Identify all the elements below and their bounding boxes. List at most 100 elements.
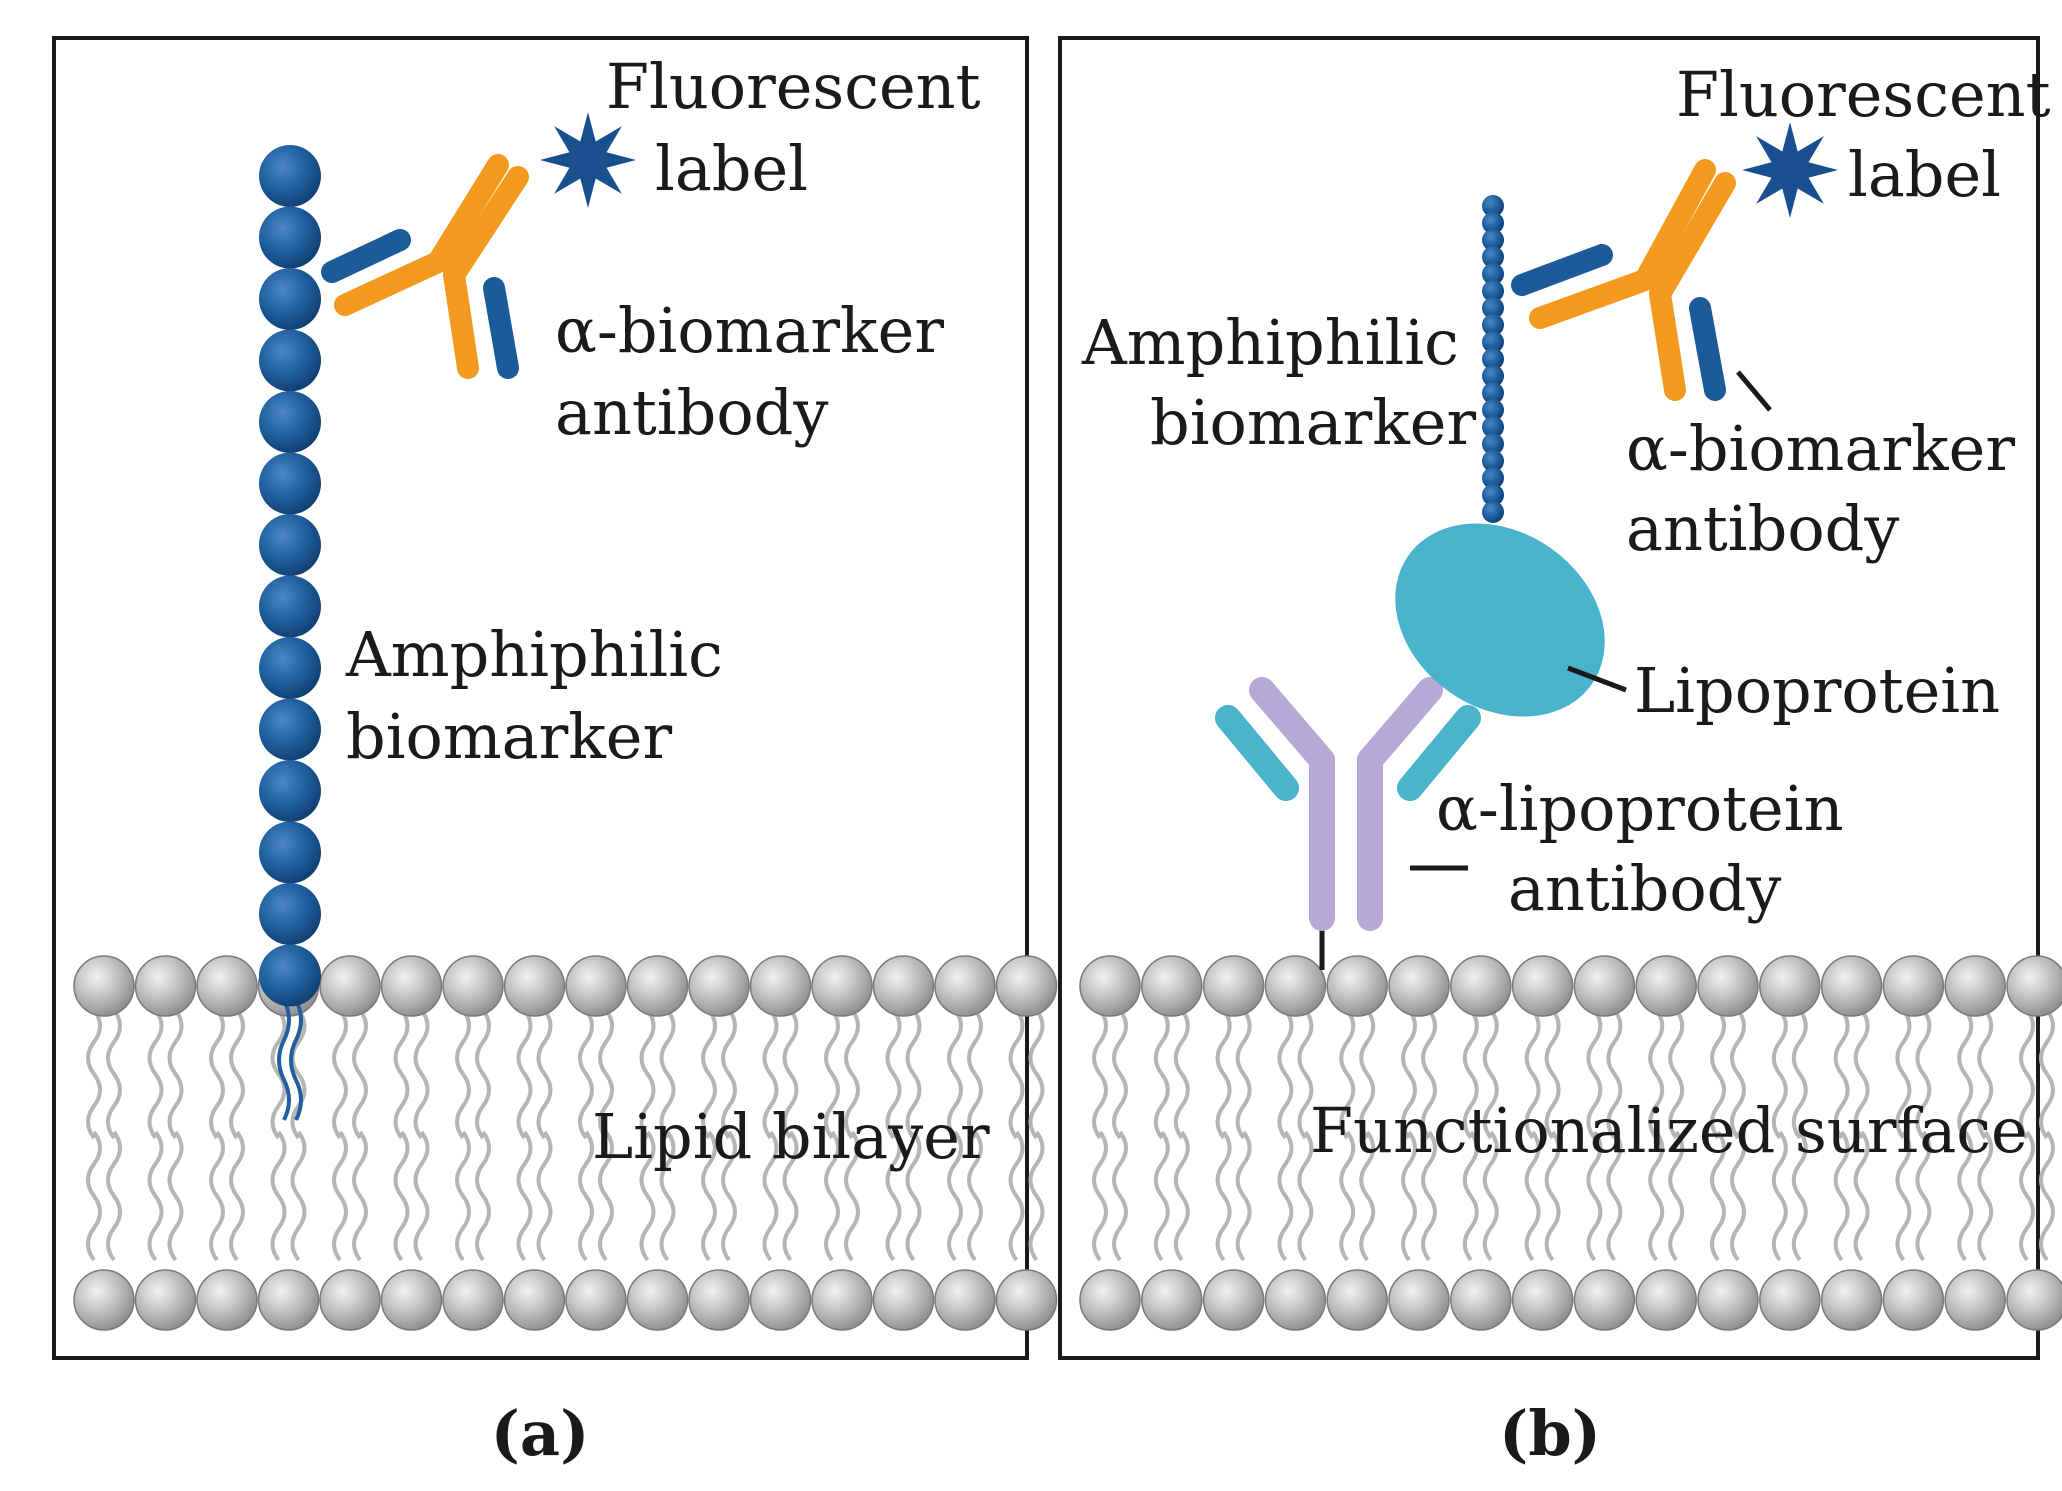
lipid-head [995,955,1058,1017]
lipid-tail [1339,1008,1356,1140]
biomarker-bead [259,391,321,453]
panel-a: Fluorescent label α-biomarker antibody A… [52,36,1058,1470]
lipid-head [1450,1269,1512,1331]
lipid-head [872,955,935,1017]
biomarker-bead [259,329,321,392]
lipid-tail [1668,1008,1685,1140]
lipid-head [1079,955,1141,1017]
biomarker-bead [259,452,321,515]
lipid-tail [2039,1130,2055,1262]
lipid-head [1141,1269,1203,1331]
lipid-tail [1833,1130,1850,1262]
lipid-tail [86,1008,102,1140]
lipid-tail [1112,1008,1128,1140]
lipid-tail [1235,1008,1252,1140]
lipid-head [257,1269,320,1331]
biomarker-bead [259,760,321,822]
panel-b-fluorescent-star-icon [1742,122,1838,218]
lipid-head [1511,1269,1574,1331]
lipid-tail [1895,1130,1912,1262]
lipid-tail [1586,1008,1603,1140]
lipid-tail [290,1130,307,1262]
lipid-tail [1215,1130,1232,1262]
lipid-head [2006,955,2062,1017]
panel-b-biomarker-chain [1482,195,1504,523]
lipid-tail [1339,1130,1356,1262]
lipid-head [749,1269,812,1331]
lipid-head [1079,1269,1141,1331]
lipid-head [1635,1269,1697,1331]
lipid-tail [721,1008,737,1140]
lipid-tail [209,1008,225,1140]
lipid-tail [1648,1130,1665,1262]
lipid-head [1388,955,1450,1017]
panel-b-fluorescent-label-line2: label [1848,138,2001,211]
lipid-tail [270,1008,287,1140]
lipid-tail [352,1008,368,1140]
lipid-head [1388,1269,1450,1331]
lipid-tail [393,1130,410,1262]
lipid-tail [1359,1008,1376,1140]
biomarker-bead [259,575,321,638]
panel-b: Fluorescent label Amphiphilic biomarker … [1058,36,2062,1470]
lipid-tail [1153,1130,1170,1262]
lipid-tail [413,1008,430,1140]
lipid-tail [844,1008,860,1140]
lipid-tail [1173,1130,1190,1262]
lipid-tail [1710,1130,1726,1262]
lipid-tail [1401,1008,1417,1140]
biomarker-bead [1482,229,1504,251]
biomarker-bead [1482,416,1504,438]
lipid-tail [229,1130,245,1262]
lipid-head [565,1269,627,1331]
lipid-head [1759,955,1821,1017]
biomarker-bead [1482,263,1504,285]
lipid-head [1202,1269,1265,1331]
lipid-head [872,1269,935,1331]
panel-b-lipid-heads-bottom [1079,1269,2062,1331]
lipid-head [1697,955,1759,1017]
panel-b-fluorescent-label-line1: Fluorescent [1676,58,2051,131]
lipid-tail [1153,1008,1170,1140]
lipid-tail [762,1130,779,1262]
biomarker-bead [1482,348,1504,370]
lipid-head [1264,1269,1327,1331]
lipid-tail [106,1130,122,1262]
lipid-tail [967,1130,983,1262]
lipid-tail [455,1130,471,1262]
lipid-tail [1730,1130,1746,1262]
lipid-tail [1791,1008,1808,1140]
biomarker-bead [1482,365,1504,387]
lipid-tail [209,1130,225,1262]
lipid-tail [782,1008,799,1140]
lipid-tail [578,1008,594,1140]
lipid-tail [1524,1130,1541,1262]
lipid-tail [639,1130,656,1262]
lipid-tail [721,1130,737,1262]
lipid-tail [1606,1008,1623,1140]
lipid-tail [1957,1008,1974,1140]
biomarker-bead [1482,246,1504,268]
lipid-tail [967,1008,983,1140]
lipid-tail [1008,1130,1025,1262]
lipid-tail [1421,1008,1437,1140]
lipid-tail [1895,1008,1912,1140]
lipid-tail [1648,1008,1665,1140]
panel-a-fluorescent-label-line2: label [655,132,808,205]
biomarker-bead [259,514,321,576]
lipid-head [380,955,443,1017]
biomarker-bead [259,268,321,330]
lipid-tail [1853,1130,1870,1262]
lipid-head [1573,955,1636,1017]
biomarker-bead [1482,501,1504,523]
lipid-tail [824,1008,840,1140]
panel-b-lipoprotein-antibody [1215,677,1481,931]
lipid-head [1759,1269,1821,1331]
biomarker-bead [1482,467,1504,489]
lipid-tail [86,1130,102,1262]
biomarker-bead [1482,399,1504,421]
lipid-tail [1008,1008,1025,1140]
lipid-head [1944,1269,2006,1331]
lipid-tail [475,1130,491,1262]
lipid-tail [2019,1008,2035,1140]
